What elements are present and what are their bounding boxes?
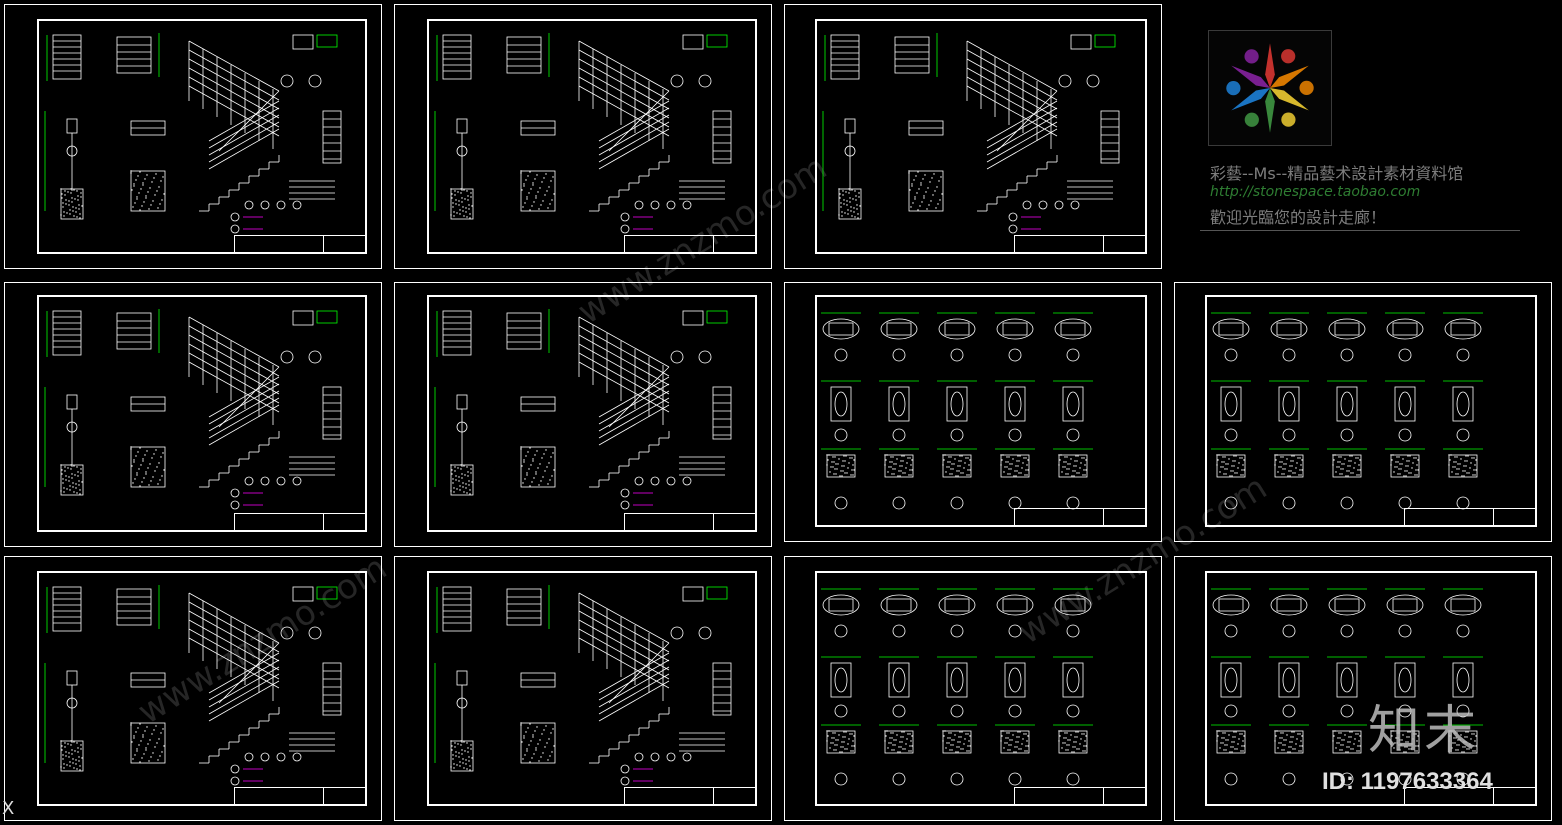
title-block [624,513,755,530]
stair-drawing [434,309,732,510]
title-block [234,787,365,804]
watermark-logo: 知末 [1368,701,1481,761]
details-drawing [1211,588,1483,786]
corner-mark: X [2,798,15,819]
sheet-frame [1205,295,1537,527]
sheet-frame [37,19,367,254]
brand-welcome: 歡迎光臨您的設計走廊！ [1210,208,1387,227]
stair-drawing [44,33,342,234]
title-block [1404,787,1535,804]
drawing-sheet-stair-railing-1[interactable] [4,4,382,269]
sheet-frame [1205,571,1537,806]
title-block [1014,235,1145,252]
drawing-sheet-stair-railing-7[interactable] [394,556,772,821]
title-block [624,235,755,252]
drawing-sheet-stair-railing-4[interactable] [4,282,382,547]
sheet-frame [815,19,1147,254]
drawing-sheet-tread-details[interactable] [1174,282,1552,542]
stair-drawing [44,585,342,786]
title-block [234,235,365,252]
sheet-frame [427,19,757,254]
title-block [624,787,755,804]
details-drawing [821,312,1093,510]
sheet-frame [815,295,1147,527]
stair-drawing [822,33,1120,234]
title-block [1014,787,1145,804]
details-drawing [1211,312,1483,510]
title-block [1014,508,1145,525]
sheet-frame [37,295,367,532]
sheet-frame [427,295,757,532]
watermark-id: ID: 1197633364 [1322,768,1493,795]
divider [1200,230,1520,231]
drawing-sheet-stair-railing-6[interactable] [4,556,382,821]
sheet-frame [37,571,367,806]
drawing-sheet-handrail-profiles[interactable] [784,556,1162,821]
stair-drawing [44,309,342,510]
stair-drawing [434,33,732,234]
title-block [234,513,365,530]
drawing-sheet-baluster-details[interactable] [784,282,1162,542]
drawing-sheet-stair-railing-3[interactable] [784,4,1162,269]
title-block [1404,508,1535,525]
sheet-frame [427,571,757,806]
brand-url[interactable]: http://stonespace.taobao.com [1210,184,1421,200]
drawing-sheet-stair-railing-2[interactable] [394,4,772,269]
sheet-frame [815,571,1147,806]
brand-logo [1208,30,1332,146]
stair-drawing [434,585,732,786]
brand-title: 彩藝--Ms--精品藝术設計素材資料馆 [1210,164,1464,183]
drawing-sheet-anchor-details[interactable] [1174,556,1552,821]
drawing-sheet-stair-railing-5[interactable] [394,282,772,547]
star-logo-icon [1226,43,1314,133]
details-drawing [821,588,1093,786]
